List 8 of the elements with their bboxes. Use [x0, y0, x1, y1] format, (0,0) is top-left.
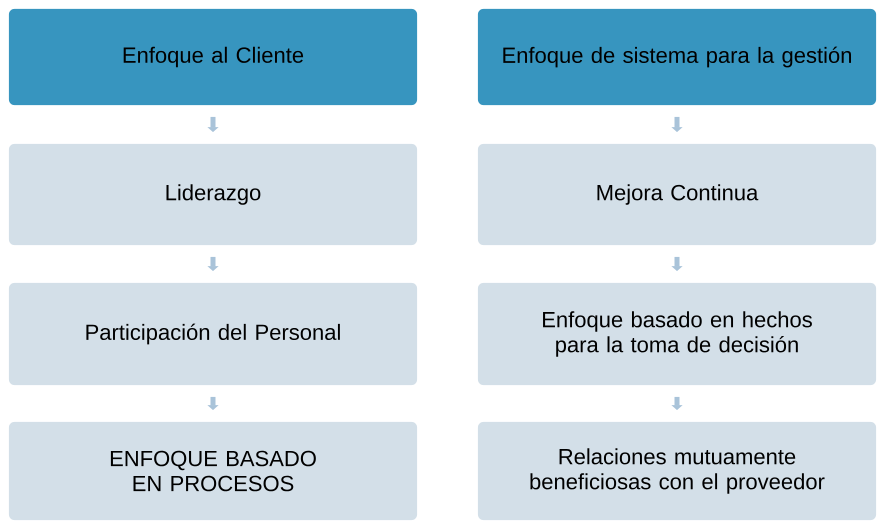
- heading-box: Enfoque al Cliente: [8, 8, 418, 106]
- process-box: Enfoque basado en hechos para la toma de decisión: [477, 282, 877, 386]
- process-box: Relaciones mutuamente beneficiosas con el proveedor: [477, 421, 877, 521]
- process-box: Mejora Continua: [477, 143, 877, 246]
- process-box: ENFOQUE BASADO EN PROCESOS: [8, 421, 418, 521]
- heading-box: Enfoque de sistema para la gestión: [477, 8, 877, 106]
- process-box: Liderazgo: [8, 143, 418, 246]
- process-box: Participación del Personal: [8, 282, 418, 386]
